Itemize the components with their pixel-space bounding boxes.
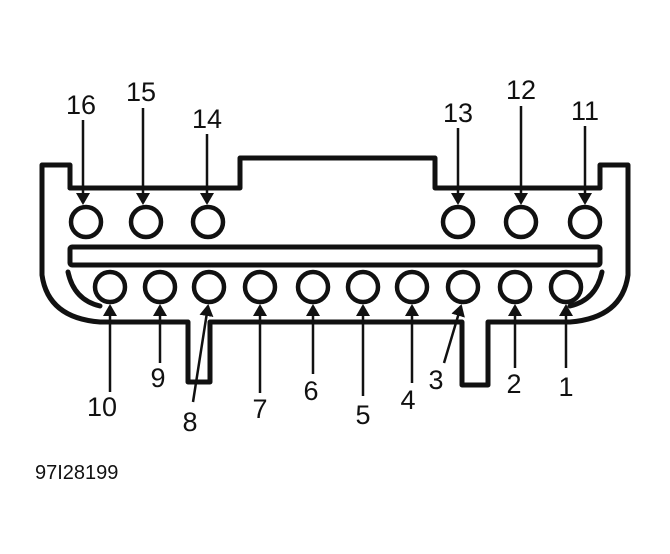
- pin-label-15: 15: [126, 77, 156, 107]
- pin-label-10: 10: [87, 392, 117, 422]
- pin-label-5: 5: [355, 400, 370, 430]
- pin-12: [503, 204, 539, 240]
- connector-housing: [39, 155, 631, 388]
- pin-row-bottom: [92, 269, 584, 305]
- callout-arrows-top: [76, 106, 592, 205]
- pin-label-9: 9: [150, 363, 165, 393]
- pin-6: [295, 269, 331, 305]
- pin-11: [567, 204, 603, 240]
- callout-arrows-bottom: [103, 304, 573, 403]
- pin-1: [548, 269, 584, 305]
- pin-14: [190, 204, 226, 240]
- pin-label-2: 2: [506, 369, 521, 399]
- pin-label-3: 3: [428, 365, 443, 395]
- pin-label-16: 16: [66, 90, 96, 120]
- pin-8: [191, 269, 227, 305]
- pin-label-13: 13: [443, 98, 473, 128]
- pin-label-12: 12: [506, 75, 536, 105]
- pin-9: [142, 269, 178, 305]
- pin-4: [394, 269, 430, 305]
- pin-label-4: 4: [400, 385, 415, 415]
- pin-10: [92, 269, 128, 305]
- arrow-8: [191, 304, 214, 403]
- pin-label-14: 14: [192, 104, 222, 134]
- pin-15: [128, 204, 164, 240]
- pin-label-11: 11: [571, 96, 599, 126]
- pin-7: [242, 269, 278, 305]
- pin-3: [445, 269, 481, 305]
- pin-5: [345, 269, 381, 305]
- pin-label-6: 6: [303, 376, 318, 406]
- pin-row-top: [68, 204, 603, 240]
- pin-label-1: 1: [558, 372, 573, 402]
- reference-code: 97I28199: [35, 462, 118, 484]
- pin-label-7: 7: [252, 394, 267, 424]
- pin-16: [68, 204, 104, 240]
- pin-labels-top: 16 15 14 13 12 11: [66, 75, 599, 134]
- arrow-3: [442, 304, 465, 364]
- pin-labels-bottom: 10 9 8 7 6 5 4 3 2 1: [87, 363, 574, 437]
- pin-13: [440, 204, 476, 240]
- pin-label-8: 8: [182, 407, 197, 437]
- pin-2: [497, 269, 533, 305]
